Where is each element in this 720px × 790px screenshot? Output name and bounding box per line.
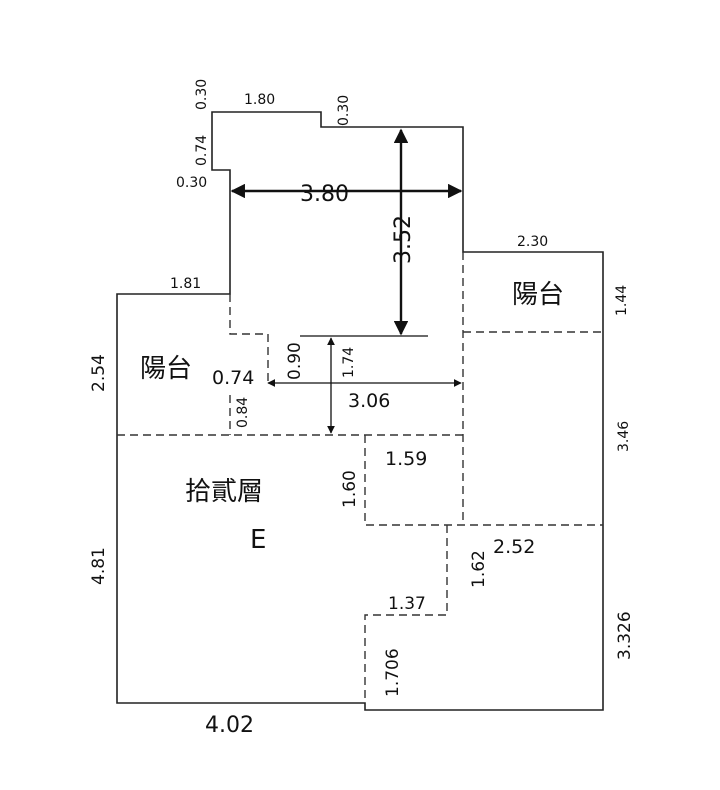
dim-left-top-width: 1.81 <box>170 276 201 292</box>
dim-step-162: 1.62 <box>469 550 489 588</box>
partition-left-balcony <box>229 294 269 384</box>
wall-top-section <box>116 111 604 711</box>
dim-left-height: 2.54 <box>89 354 109 392</box>
label-balcony-right: 陽台 <box>512 280 564 310</box>
dim-right-3326: 3.326 <box>615 611 635 660</box>
dim-main-height: 3.52 <box>391 215 416 264</box>
dim-left-481: 4.81 <box>89 547 109 585</box>
dim-step-252: 2.52 <box>493 536 535 558</box>
dim-balcony-depth: 0.74 <box>212 367 254 389</box>
dimension-texts: 0.30 0.74 0.30 1.80 0.30 3.80 3.52 2.30 … <box>89 79 635 738</box>
dim-main-width: 3.80 <box>300 182 349 207</box>
dim-mid-159: 1.59 <box>385 448 427 470</box>
dim-step-137: 1.37 <box>388 594 426 614</box>
dim-mid-160: 1.60 <box>340 470 360 508</box>
partition-step <box>364 525 448 703</box>
dim-balcony-right-height: 1.44 <box>614 285 630 316</box>
dim-top-small-2: 0.74 <box>194 135 210 166</box>
dim-top-width: 1.80 <box>244 92 275 108</box>
outer-walls <box>116 111 604 711</box>
label-unit: E <box>250 525 266 555</box>
dimension-arrows <box>230 128 463 434</box>
partition-159 <box>364 435 603 526</box>
dim-balcony-right-width: 2.30 <box>517 234 548 250</box>
dim-inner-090: 0.90 <box>285 342 305 380</box>
label-balcony-left: 陽台 <box>140 354 192 384</box>
interior-partitions <box>117 252 603 703</box>
dim-inner-174: 1.74 <box>341 347 357 378</box>
room-labels: 陽台 陽台 拾貳層 E <box>140 280 564 555</box>
dim-right-346: 3.46 <box>616 421 632 452</box>
dim-inner-084: 0.84 <box>235 397 251 428</box>
dim-inner-306: 3.06 <box>348 390 390 412</box>
dim-top-step: 0.30 <box>336 95 352 126</box>
dim-bottom-402: 4.02 <box>205 713 254 738</box>
dim-top-small-1: 0.30 <box>194 79 210 110</box>
dim-top-small-3: 0.30 <box>176 175 207 191</box>
label-floor: 拾貳層 <box>185 477 263 507</box>
dim-step-1706: 1.706 <box>383 648 403 697</box>
